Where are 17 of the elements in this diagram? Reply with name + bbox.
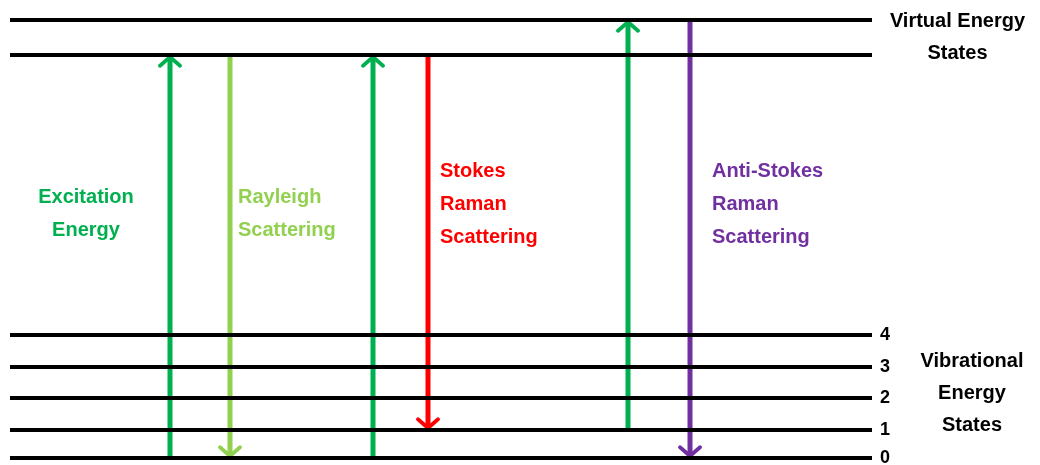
arrow — [158, 55, 182, 456]
arrow — [678, 22, 702, 458]
level-number: 3 — [880, 357, 890, 375]
arrow — [616, 20, 640, 428]
state-label: Vibrational Energy States — [919, 348, 1025, 437]
edge-label: Anti-Stokes Raman Scattering — [712, 158, 825, 249]
arrow — [218, 57, 242, 458]
edge-label: Stokes Raman Scattering — [440, 158, 539, 249]
edge-label: Rayleigh Scattering — [238, 184, 337, 242]
level-number: 4 — [880, 325, 890, 343]
level-number: 2 — [880, 388, 890, 406]
edge-label: Excitation Energy — [37, 184, 135, 242]
level-number: 0 — [880, 448, 890, 465]
level-number: 1 — [880, 420, 890, 438]
arrow — [416, 57, 440, 430]
arrow — [361, 55, 385, 456]
state-label: Virtual Energy States — [888, 8, 1027, 65]
